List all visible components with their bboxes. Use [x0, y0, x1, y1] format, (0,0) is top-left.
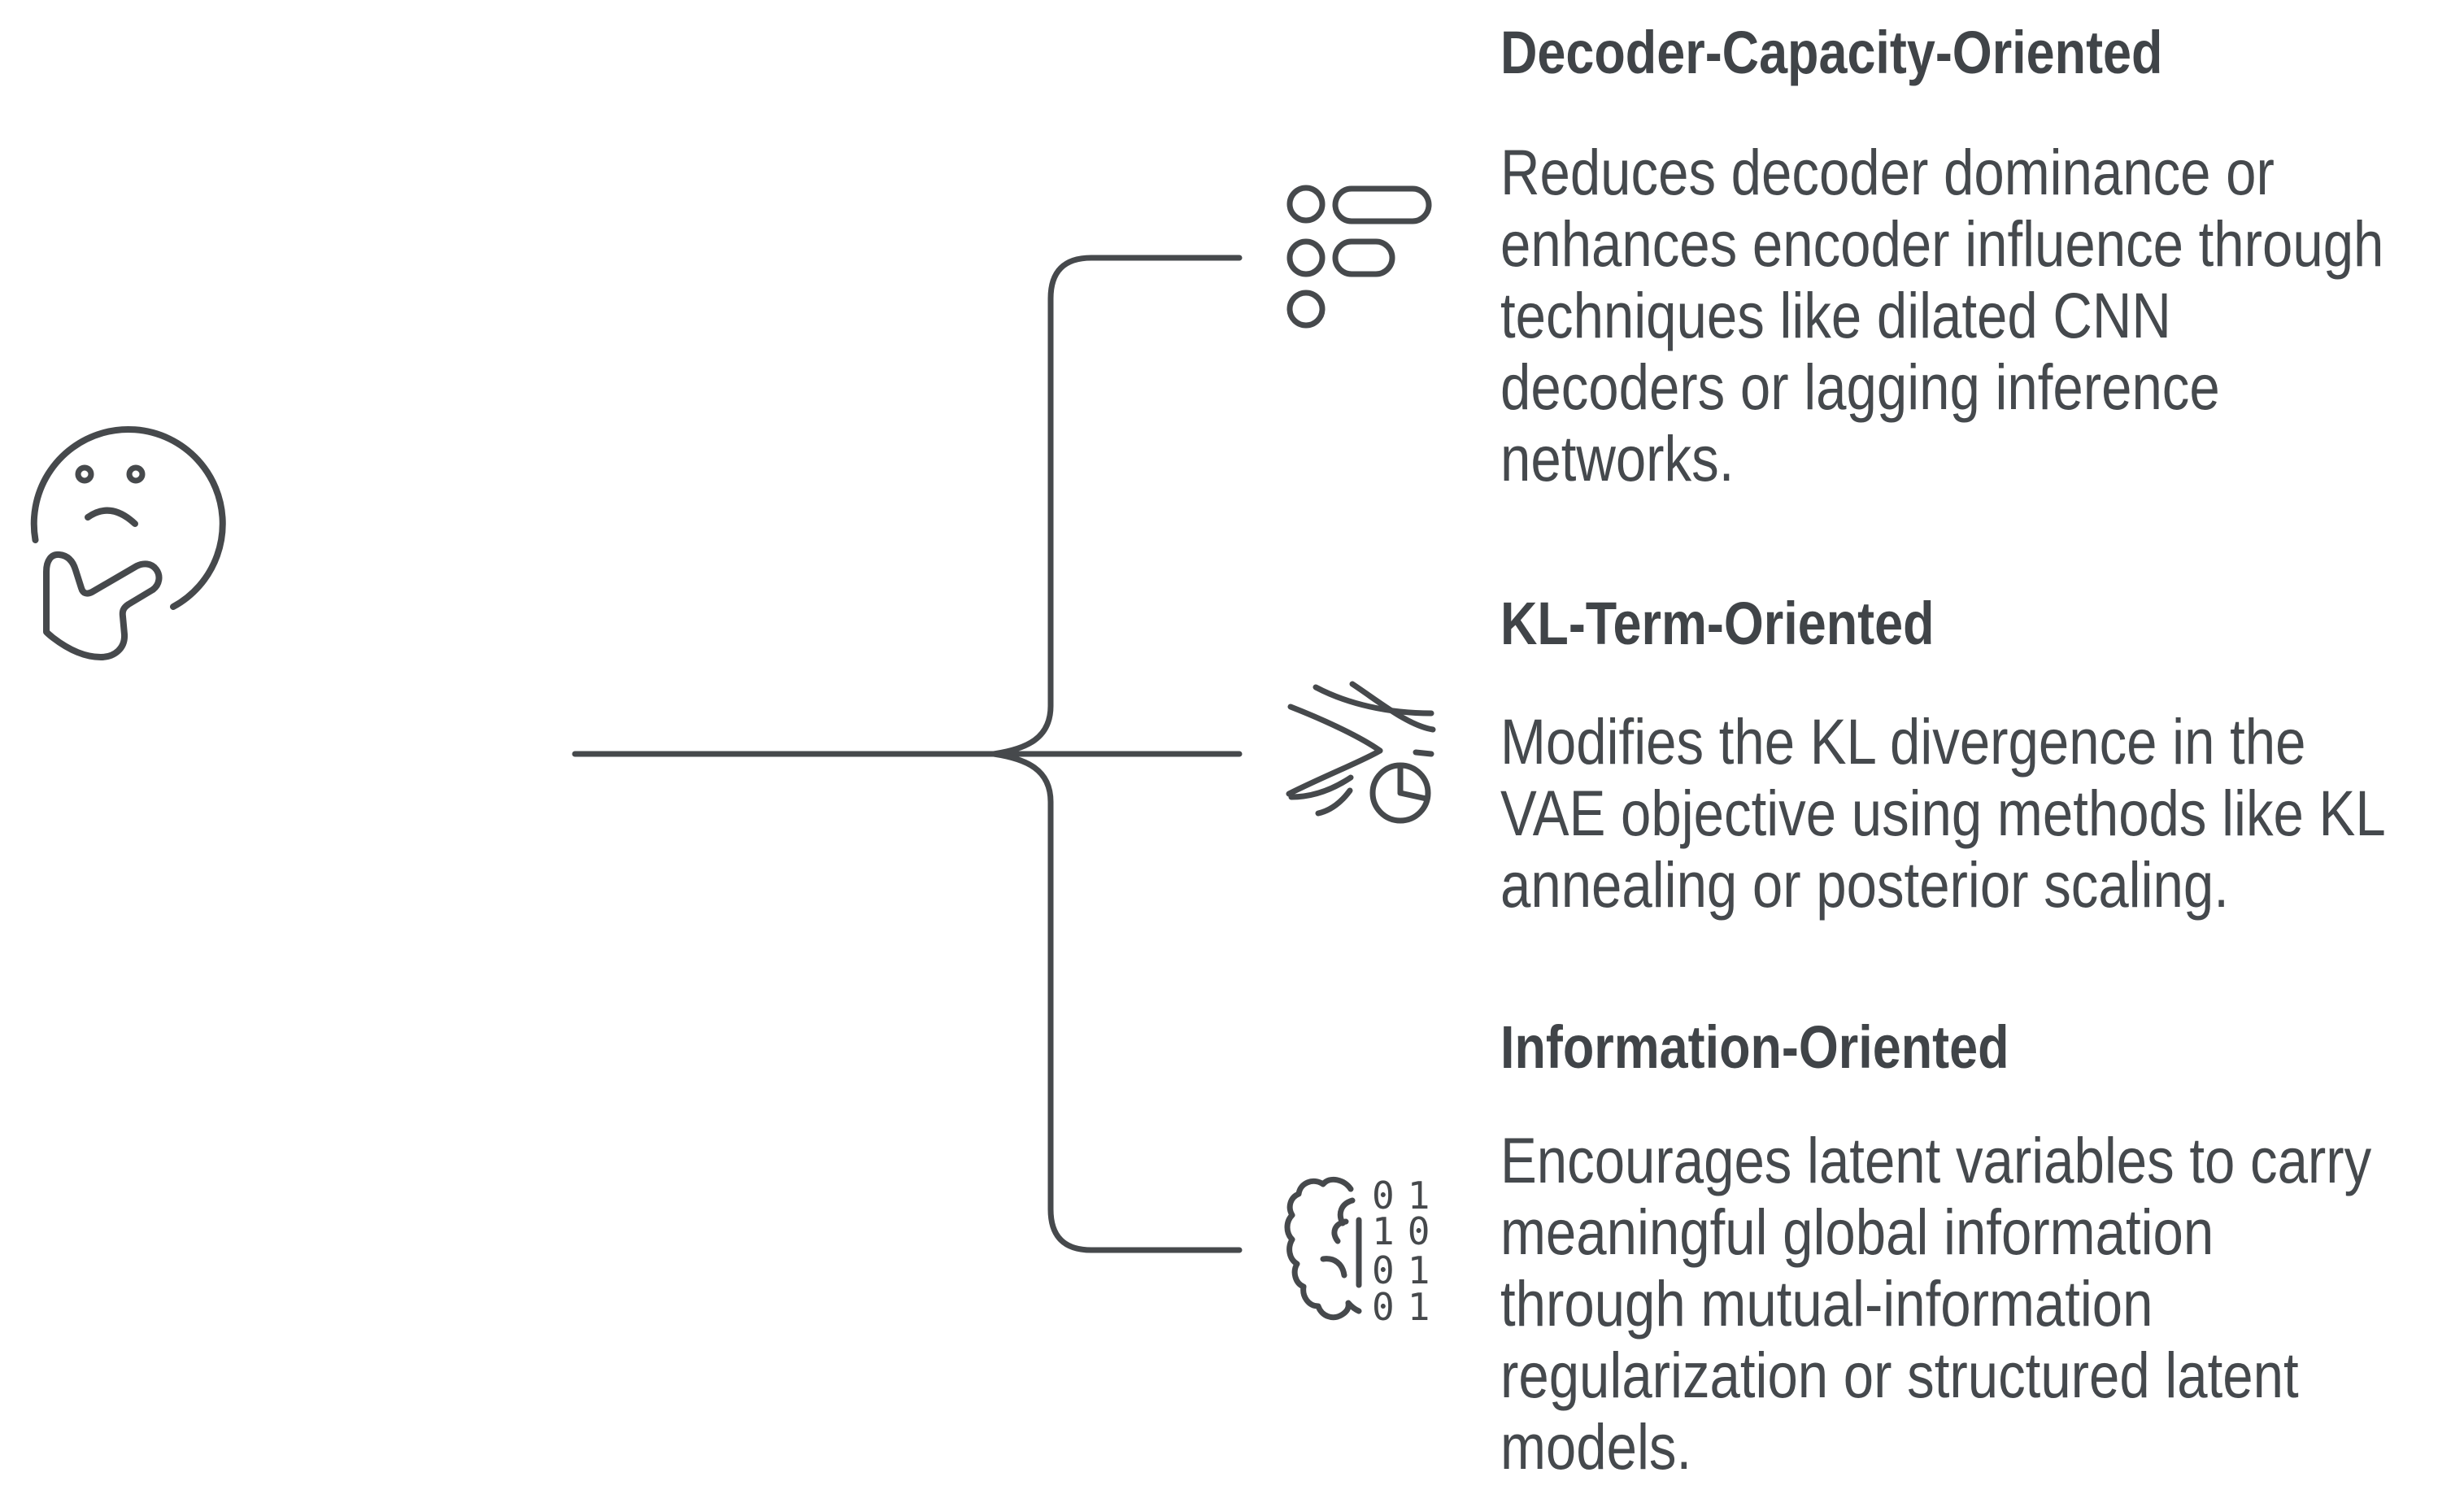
binary-row-4: 01 — [1372, 1285, 1443, 1329]
brain-binary-icon: 01 10 01 01 — [1284, 1174, 1430, 1329]
section-body-kl-term: Modifies the KL divergence in the VAE ob… — [1500, 705, 2386, 921]
section-heading-kl-term: KL-Term-Oriented — [1500, 590, 1935, 657]
section-body-information: Encourages latent variables to carry mea… — [1500, 1124, 2372, 1483]
binary-row-1: 01 — [1372, 1174, 1443, 1218]
section-heading-decoder-capacity: Decoder-Capacity-Oriented — [1500, 19, 2163, 86]
options-list-icon — [1286, 185, 1432, 329]
section-heading-information: Information-Oriented — [1500, 1013, 2009, 1081]
binary-row-3: 01 — [1372, 1248, 1443, 1292]
binary-row-2: 10 — [1372, 1209, 1443, 1253]
thinking-face-icon — [30, 426, 226, 660]
convergence-clock-icon — [1286, 681, 1436, 824]
section-body-decoder-capacity: Reduces decoder dominance or enhances en… — [1500, 136, 2384, 494]
